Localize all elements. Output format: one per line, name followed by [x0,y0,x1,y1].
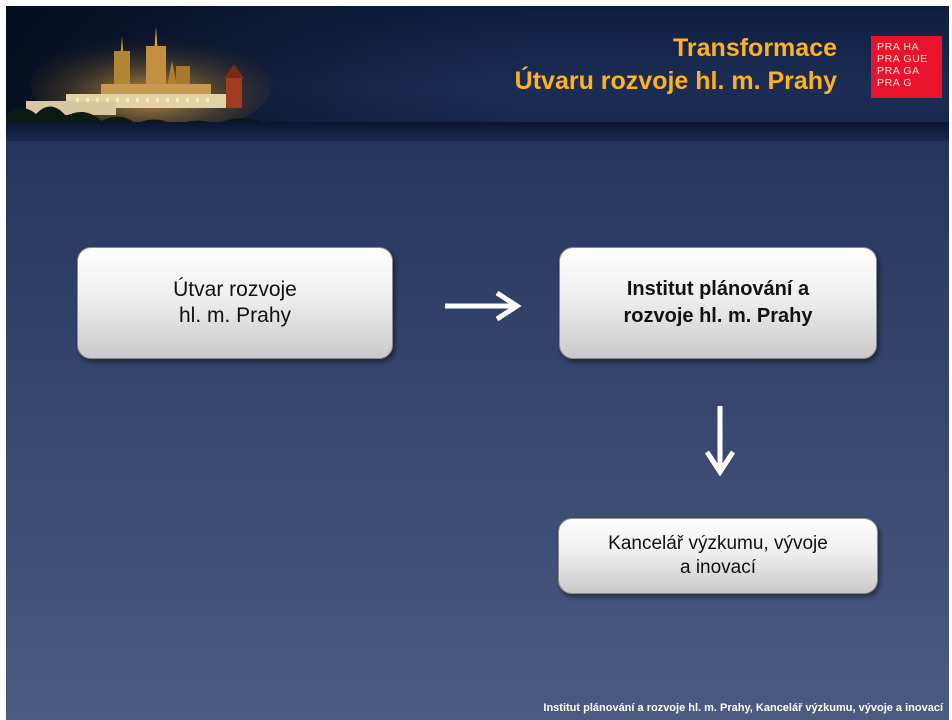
slide: Transformace Útvaru rozvoje hl. m. Prahy… [6,6,949,720]
title-line-2: Útvaru rozvoje hl. m. Prahy [514,67,837,95]
header-band [6,122,949,141]
logo-line-4: PRA G [877,77,913,89]
logo-line-1: PRA HA [877,41,920,53]
box-utvar-rozvoje: Útvar rozvoje hl. m. Prahy [77,247,393,359]
box-institut-planovani: Institut plánování a rozvoje hl. m. Prah… [559,247,877,359]
box-kancelar-vyzkumu: Kancelář výzkumu, vývoje a inovací [558,518,878,594]
logo-line-2: PRA GUE [877,53,928,65]
down-arrow-icon [704,406,736,476]
box-kancelar-vyzkumu-line-1: Kancelář výzkumu, vývoje [608,533,828,554]
right-arrow-icon [445,290,522,322]
box-utvar-rozvoje-line-1: Útvar rozvoje [173,278,297,301]
praha-logo: PRA HA PRA GUE PRA GA PRA G [871,36,942,98]
header-banner: Transformace Útvaru rozvoje hl. m. Prahy… [6,6,949,141]
box-institut-planovani-line-1: Institut plánování a [626,278,810,300]
box-kancelar-vyzkumu-line-2: a inovací [679,557,757,578]
title-line-1: Transformace [673,34,837,62]
box-utvar-rozvoje-line-2: hl. m. Prahy [178,304,292,327]
logo-line-3: PRA GA [877,65,920,77]
prague-castle-image [6,26,306,141]
slide-title: Transformace Útvaru rozvoje hl. m. Prahy [515,32,837,98]
footer-text: Institut plánování a rozvoje hl. m. Prah… [543,702,943,714]
box-institut-planovani-line-2: rozvoje hl. m. Prahy [623,305,813,327]
